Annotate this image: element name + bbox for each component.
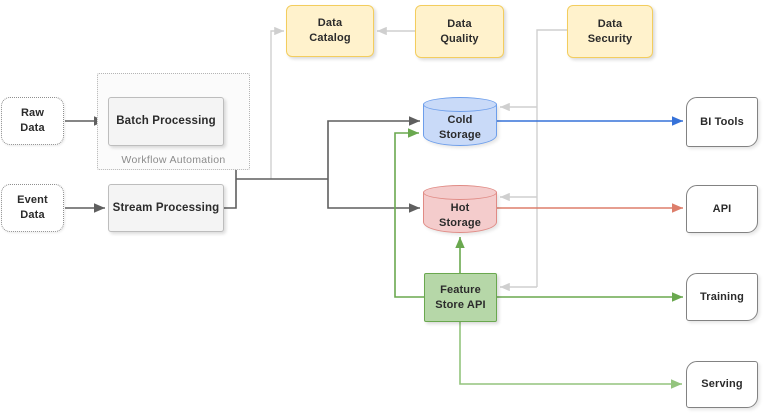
edge-pipeline-to-data-catalog — [270, 26, 284, 179]
edge-split-to-cold-storage — [327, 116, 420, 179]
data-catalog-node[interactable]: Data Catalog — [286, 5, 374, 57]
serving-node[interactable]: Serving — [686, 361, 758, 408]
event-data-node[interactable]: Event Data — [1, 184, 64, 232]
data-quality-node[interactable]: Data Quality — [415, 5, 504, 58]
cylinder-top — [423, 97, 497, 112]
workflow-automation-label: Workflow Automation — [121, 154, 226, 166]
training-node[interactable]: Training — [686, 273, 758, 321]
edge-feature-store-to-cold-storage — [394, 128, 424, 298]
stream-processing-node[interactable]: Stream Processing — [108, 184, 224, 232]
bi-tools-node[interactable]: BI Tools — [686, 97, 758, 147]
cold-storage-node[interactable]: Cold Storage — [423, 97, 497, 146]
hot-storage-node[interactable]: Hot Storage — [423, 185, 497, 233]
edge-feature-store-to-serving — [459, 322, 682, 389]
data-security-node[interactable]: Data Security — [567, 5, 653, 58]
edge-split-to-hot-storage — [327, 179, 420, 213]
cold-storage-label: Cold Storage — [438, 114, 481, 141]
raw-data-node[interactable]: Raw Data — [1, 97, 64, 145]
batch-processing-node[interactable]: Batch Processing — [108, 97, 224, 146]
edge-data-security-trunk — [536, 29, 567, 287]
hot-storage-label: Hot Storage — [438, 201, 481, 229]
cylinder-top — [423, 185, 497, 200]
feature-store-api-node[interactable]: Feature Store API — [424, 273, 497, 322]
api-node[interactable]: API — [686, 185, 758, 233]
